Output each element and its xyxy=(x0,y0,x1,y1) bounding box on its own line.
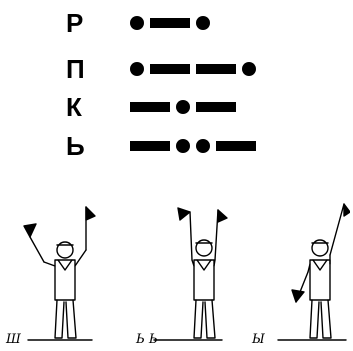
dash-icon xyxy=(196,64,236,74)
sailor-drawing-icon xyxy=(130,190,230,351)
dot-icon xyxy=(130,62,144,76)
code-row: Ь xyxy=(60,131,300,161)
sailor-drawing-icon xyxy=(250,190,350,351)
dash-icon xyxy=(130,102,170,112)
morse-code xyxy=(130,54,256,84)
dot-icon xyxy=(242,62,256,76)
dot-icon xyxy=(130,16,144,30)
sailor-drawing-icon xyxy=(0,190,100,351)
dot-icon xyxy=(176,100,190,114)
dot-icon xyxy=(176,139,190,153)
figure-label: Ш xyxy=(6,332,21,347)
code-row: Р xyxy=(60,8,300,38)
figure-label: Ь Ь xyxy=(136,332,158,347)
dash-icon xyxy=(196,102,236,112)
figure-label: Ы xyxy=(252,332,265,347)
morse-code xyxy=(130,92,236,122)
code-row: П xyxy=(60,54,300,84)
dash-icon xyxy=(150,64,190,74)
letter-label: К xyxy=(66,92,82,122)
morse-code xyxy=(130,8,210,38)
dot-icon xyxy=(196,139,210,153)
semaphore-figure: Ш xyxy=(0,190,100,351)
letter-label: П xyxy=(66,54,85,84)
dot-icon xyxy=(196,16,210,30)
semaphore-figure: Ы xyxy=(250,190,350,351)
dash-icon xyxy=(130,141,170,151)
morse-code-table: Р П К Ь xyxy=(60,4,300,170)
letter-label: Ь xyxy=(66,131,85,161)
dash-icon xyxy=(216,141,256,151)
dash-icon xyxy=(150,18,190,28)
code-row: К xyxy=(60,92,300,122)
morse-code xyxy=(130,131,256,161)
semaphore-figure: Ь Ь xyxy=(130,190,230,351)
letter-label: Р xyxy=(66,8,83,38)
semaphore-figures: Ш Ь Ь xyxy=(0,190,353,351)
